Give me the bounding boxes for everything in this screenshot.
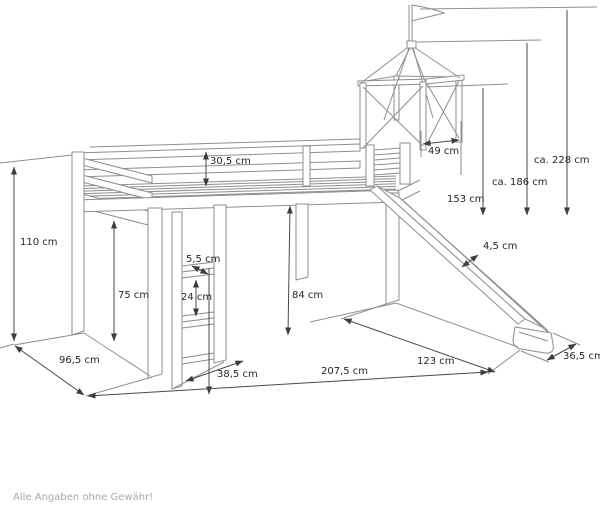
dimension-label-186cm: ca. 186 cm bbox=[492, 177, 548, 188]
slide-rail-upper bbox=[369, 185, 526, 325]
slide bbox=[369, 185, 554, 354]
floor-ext-right-post bbox=[340, 303, 387, 320]
dim-line-5-5cm bbox=[191, 265, 209, 275]
dimension-label-5-5cm: 5,5 cm bbox=[186, 254, 221, 265]
floor-edge-right-back bbox=[309, 302, 397, 323]
dim-line-96-5cm bbox=[14, 345, 85, 396]
dimension-label-49cm: 49 cm bbox=[428, 146, 460, 157]
dim-line-123cm bbox=[343, 318, 496, 373]
dimension-label-4-5cm: 4,5 cm bbox=[483, 241, 518, 252]
front-frame-board bbox=[74, 189, 399, 213]
floor-ext-left-corner bbox=[0, 343, 15, 349]
right-end-top-edge bbox=[397, 179, 421, 192]
gate-board-2 bbox=[373, 157, 401, 166]
footer-disclaimer: Alle Angaben ohne Gewähr! bbox=[13, 492, 154, 503]
slide-end-inner-line bbox=[518, 331, 549, 342]
dimension-lines bbox=[10, 10, 577, 399]
dim-line-207-5cm bbox=[87, 369, 489, 399]
gate-post-right bbox=[399, 142, 411, 185]
gate-board-1 bbox=[373, 147, 401, 156]
floor-ext-slide-end bbox=[487, 349, 521, 375]
dimension-label-123cm: 123 cm bbox=[417, 356, 455, 367]
tower bbox=[357, 4, 465, 187]
tower-brace-right-face bbox=[426, 80, 460, 145]
dimension-label-38-5cm: 38,5 cm bbox=[217, 369, 258, 380]
post-front-right bbox=[385, 192, 400, 305]
dimension-label-84cm: 84 cm bbox=[292, 290, 324, 301]
flag-icon bbox=[411, 4, 446, 22]
dim-line-84cm bbox=[285, 205, 293, 336]
ext-bed-top-left bbox=[0, 154, 73, 164]
ext-tower-height bbox=[416, 39, 542, 43]
post-back-middle bbox=[295, 203, 309, 281]
tower-post-front-left bbox=[359, 82, 367, 149]
dimension-label-96-5cm: 96,5 cm bbox=[59, 355, 100, 366]
post-front-left bbox=[147, 207, 163, 379]
eave-front bbox=[357, 78, 429, 87]
post-back-left bbox=[71, 151, 85, 336]
ladder-right-rail bbox=[213, 204, 227, 364]
ladder-rung-2-front bbox=[181, 317, 215, 329]
ext-slide-width-left bbox=[520, 350, 550, 363]
slide-rail-lower bbox=[399, 197, 553, 337]
gate-post-left bbox=[365, 144, 375, 187]
gate-board-3 bbox=[373, 167, 401, 176]
dimension-label-207-5cm: 207,5 cm bbox=[321, 366, 369, 377]
dim-line-49cm bbox=[422, 137, 460, 147]
dim-line-36-5cm bbox=[546, 343, 577, 361]
roof-peak-hub bbox=[406, 40, 417, 49]
dimension-label-24cm: 24 cm bbox=[181, 292, 213, 303]
ext-flag-height bbox=[419, 6, 598, 10]
dimension-label-30-5cm: 30,5 cm bbox=[210, 156, 251, 167]
ext-platform-height bbox=[426, 83, 509, 88]
dim-line-4-5cm bbox=[461, 254, 479, 268]
floor-ext-back-left bbox=[13, 332, 85, 346]
dimension-label-153cm: 153 cm bbox=[447, 194, 485, 205]
ext-slide-width-right bbox=[552, 332, 581, 346]
dimension-label-75cm: 75 cm bbox=[118, 290, 150, 301]
floor-edge-left bbox=[83, 332, 151, 377]
dimension-label-36-5cm: 36,5 cm bbox=[563, 351, 600, 362]
roof-edges bbox=[360, 43, 461, 84]
bed-frame bbox=[71, 138, 421, 379]
dimension-label-228cm: ca. 228 cm bbox=[534, 155, 590, 166]
dimension-label-110cm: 110 cm bbox=[20, 237, 58, 248]
back-rail-top-edge bbox=[89, 138, 361, 148]
floor-edge-right-front bbox=[395, 302, 519, 348]
tower-brace-front-face bbox=[362, 85, 424, 149]
rail-mid-support bbox=[302, 145, 311, 187]
